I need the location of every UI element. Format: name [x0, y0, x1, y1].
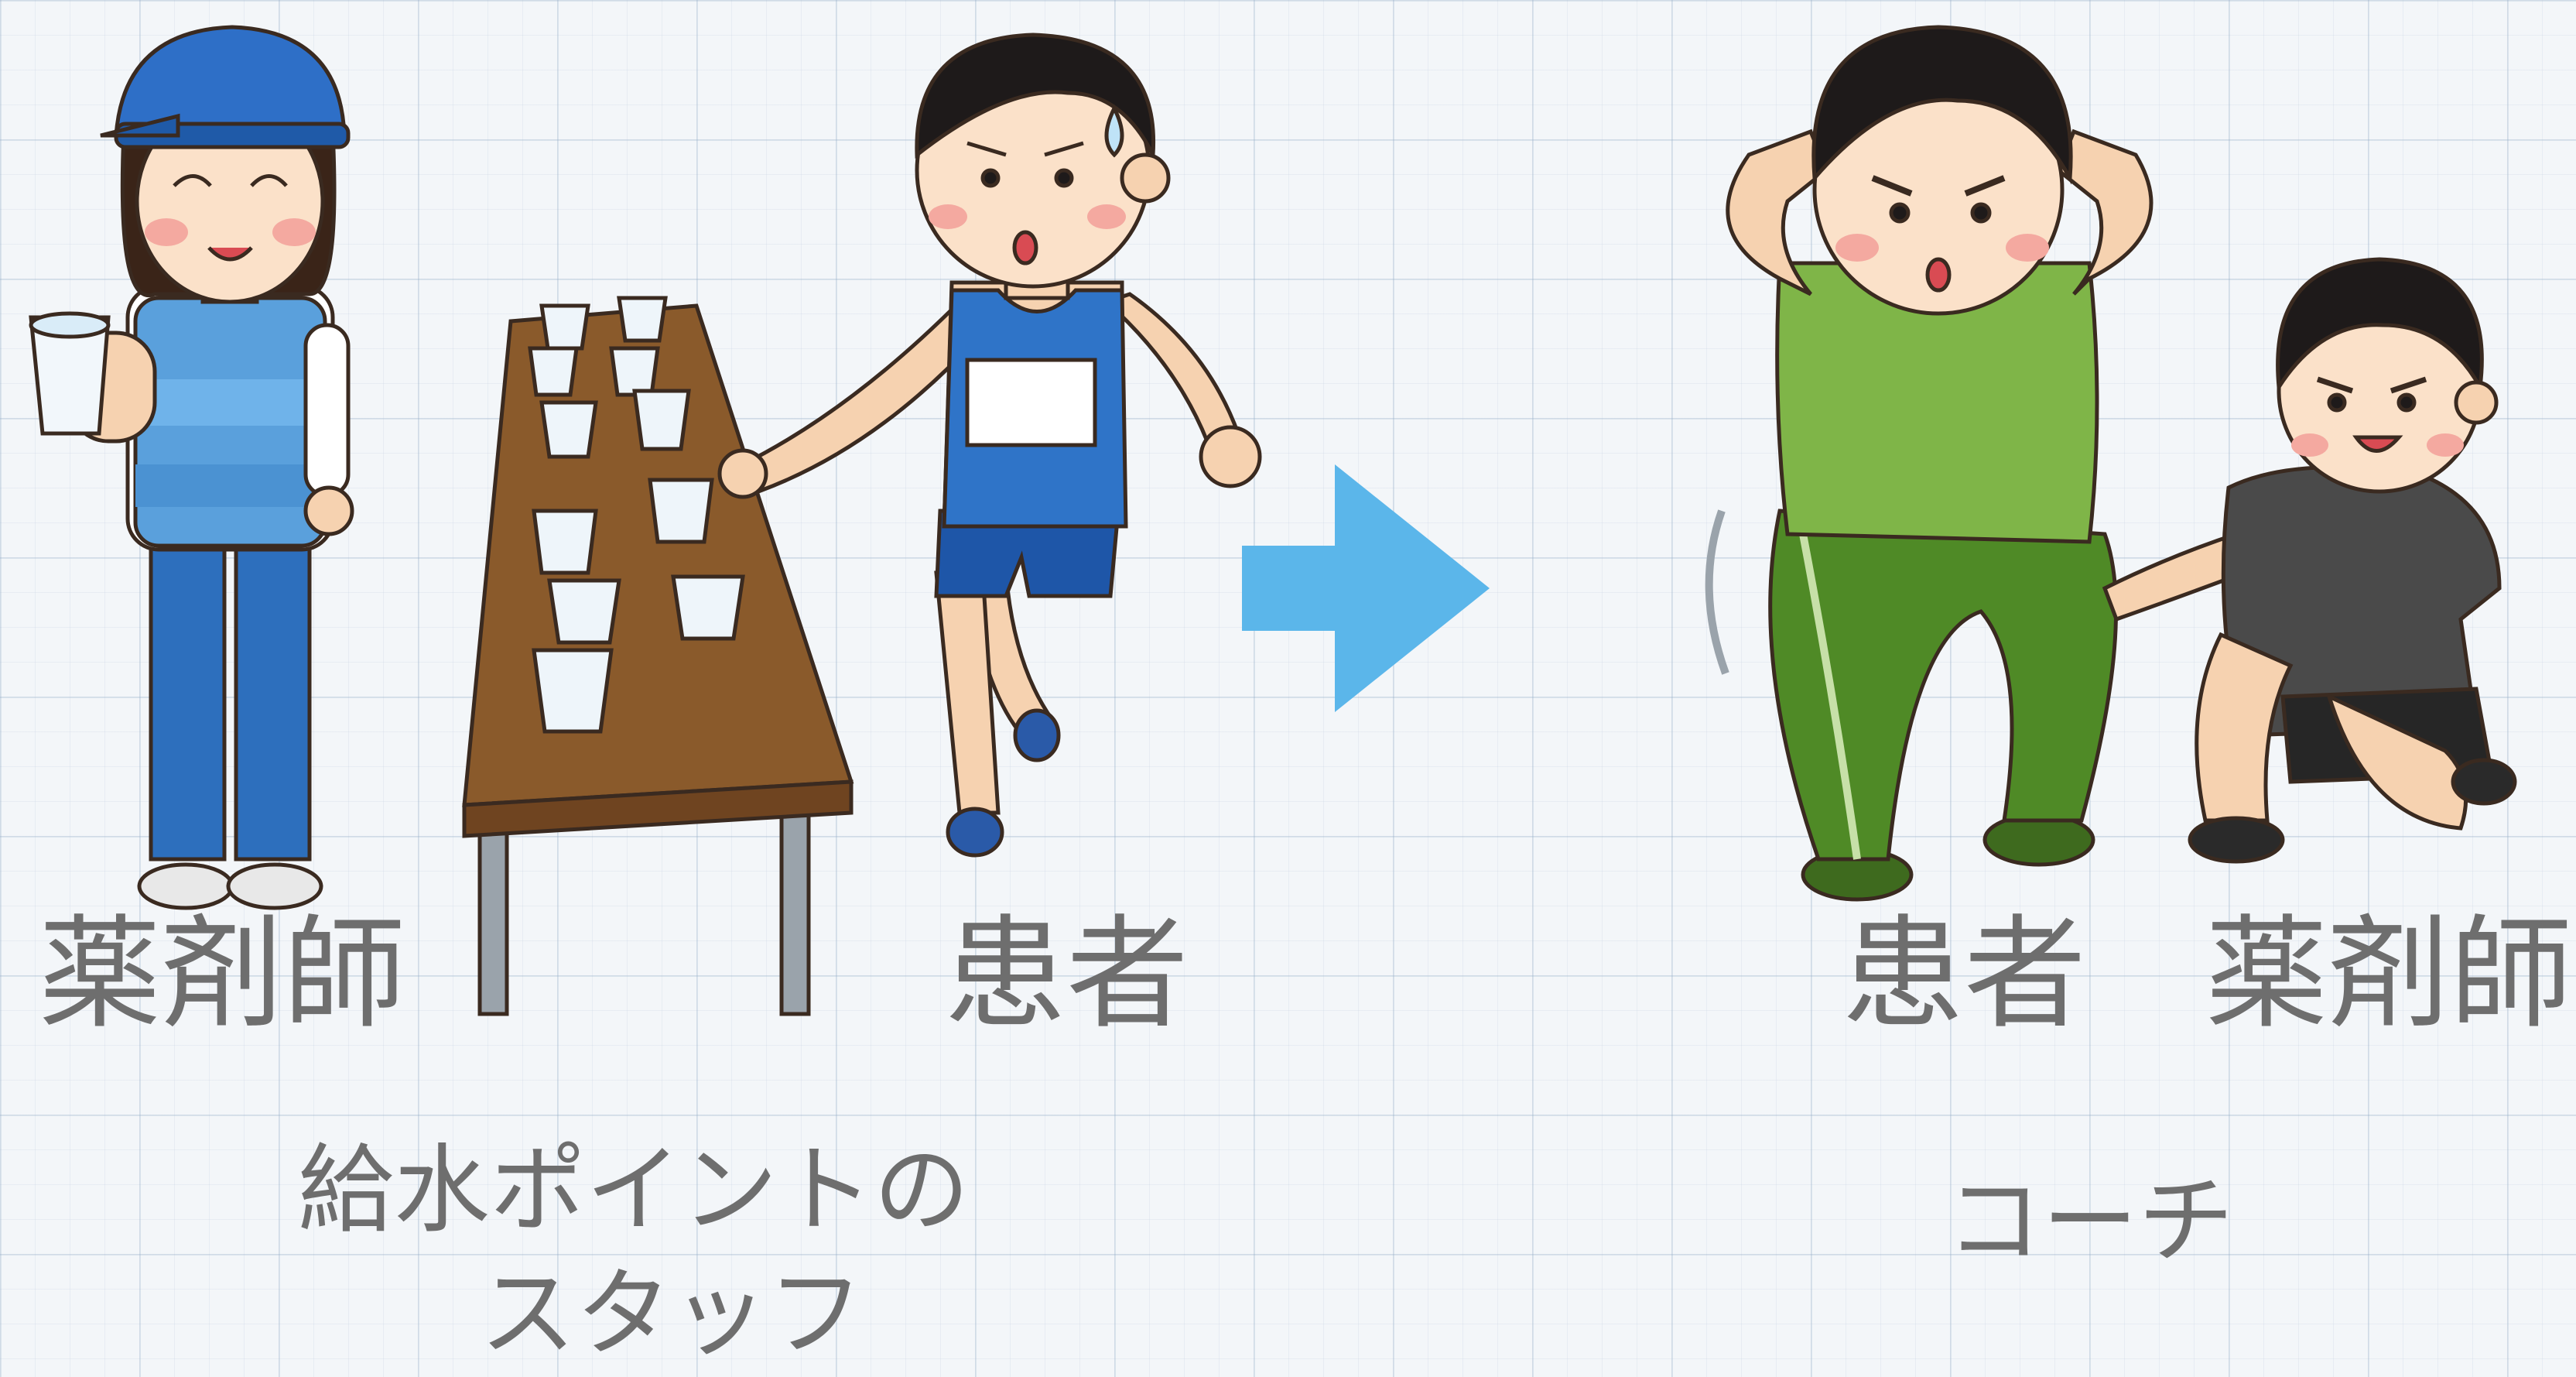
left-patient-label: 患者 — [944, 903, 1189, 1046]
squatting-patient-illustration — [1705, 25, 2154, 902]
right-role-label: コーチ — [1946, 1166, 2235, 1277]
right-pharmacist-label: 薬剤師 — [2205, 903, 2572, 1046]
right-arrow-icon — [1242, 464, 1490, 712]
runner-patient-illustration — [717, 33, 1262, 858]
pharmacist-water-staff-illustration — [29, 25, 354, 910]
left-role-line2: スタッフ — [480, 1259, 864, 1370]
left-pharmacist-label: 薬剤師 — [39, 903, 405, 1046]
left-role-line1: 給水ポイントの — [298, 1135, 970, 1246]
water-table-illustration — [462, 296, 854, 1016]
right-patient-label: 患者 — [1842, 903, 2086, 1046]
coach-pharmacist-illustration — [2102, 257, 2517, 864]
